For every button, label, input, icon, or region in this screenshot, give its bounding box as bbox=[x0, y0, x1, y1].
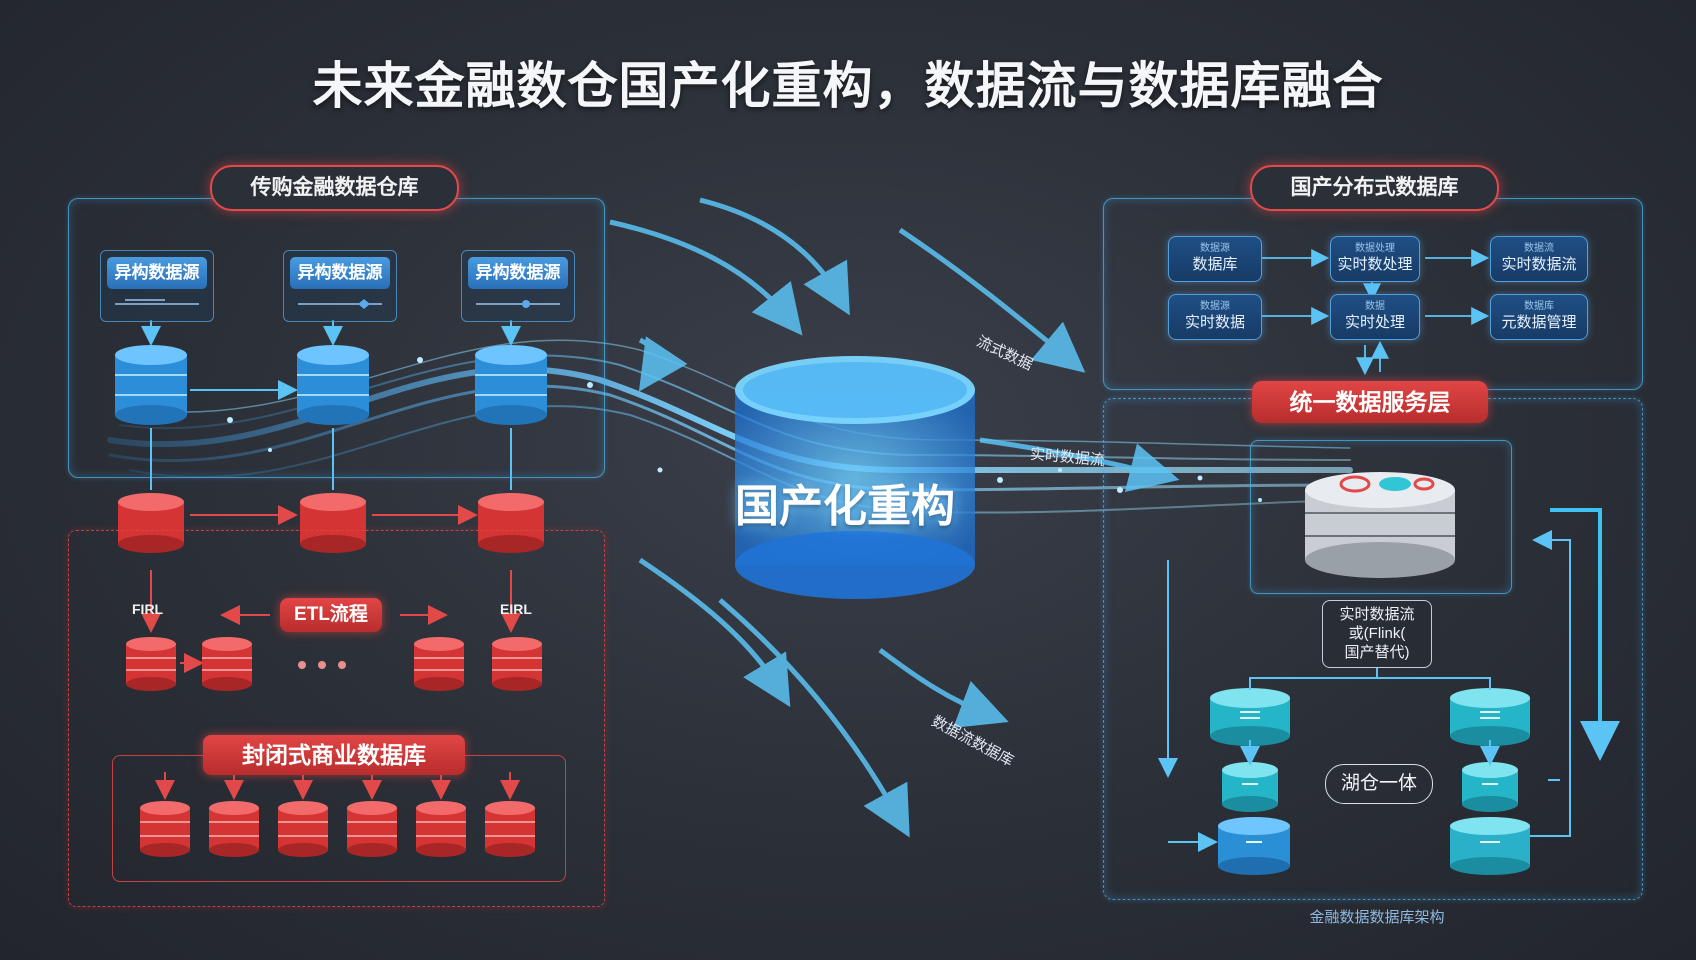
source-lines-icon bbox=[476, 300, 560, 308]
right-connectors bbox=[1262, 249, 1490, 376]
node-realtime-data: 数据源实时数据 bbox=[1168, 294, 1262, 340]
distributed-db-header: 国产分布式数据库 bbox=[1250, 165, 1499, 211]
node-metadata: 数据库元数据管理 bbox=[1490, 294, 1588, 340]
legacy-warehouse-header: 传购金融数据仓库 bbox=[210, 165, 459, 211]
heterogeneous-source-1: 异构数据源 bbox=[100, 250, 214, 322]
curved-arrows bbox=[609, 197, 1180, 838]
node-realtime-processing: 数据实时处理 bbox=[1330, 294, 1420, 340]
lake-cylinders bbox=[1210, 688, 1530, 875]
unified-service-layer-label: 统一数据服务层 bbox=[1252, 381, 1488, 423]
closed-db-cylinders bbox=[140, 772, 535, 857]
stream-box-line-3: 国产替代) bbox=[1344, 644, 1410, 661]
source-label: 异构数据源 bbox=[107, 257, 207, 289]
source-label: 异构数据源 bbox=[290, 257, 390, 289]
lake-connectors bbox=[1158, 508, 1620, 852]
stream-box-line-2: 或(Flink( bbox=[1348, 625, 1406, 642]
etl-right-label: EI​RL bbox=[500, 601, 532, 617]
heterogeneous-source-3: 异构数据源 bbox=[461, 250, 575, 322]
etl-red-databases bbox=[126, 637, 542, 691]
page-title: 未来金融数仓国产化重构，数据流与数据库融合 bbox=[312, 58, 1384, 114]
central-cylinder bbox=[735, 356, 975, 599]
lakehouse-label: 湖仓一体 bbox=[1325, 764, 1433, 804]
red-connectors bbox=[141, 505, 521, 673]
node-datasource: 数据源数据库 bbox=[1168, 236, 1262, 282]
server-stack bbox=[1305, 472, 1455, 578]
heterogeneous-source-2: 异构数据源 bbox=[283, 250, 397, 322]
legacy-red-panel bbox=[68, 530, 605, 907]
server-stack-panel bbox=[1250, 440, 1512, 594]
etl-process-label: ETL流程 bbox=[280, 598, 382, 632]
architecture-footer-label: 金融数据数据库架构 bbox=[1309, 909, 1445, 926]
etl-left-label: FI​RL bbox=[132, 601, 164, 617]
localization-rebuild-label: 国产化重构 bbox=[735, 482, 955, 531]
stream-box-line-1: 实时数据流 bbox=[1339, 606, 1415, 623]
source-label: 异构数据源 bbox=[468, 257, 568, 289]
realtime-stream-box: 实时数据流 或(Flink( 国产替代) bbox=[1322, 600, 1432, 668]
left-blue-databases bbox=[115, 345, 547, 425]
left-red-databases bbox=[118, 493, 544, 553]
node-stream: 数据流实时数据流 bbox=[1490, 236, 1588, 282]
source-lines-icon bbox=[115, 299, 199, 305]
source-lines-icon bbox=[298, 299, 382, 309]
closed-commercial-db-label: 封闭式商业数据库 bbox=[203, 735, 465, 775]
node-processing: 数据处理实时数处理 bbox=[1330, 236, 1420, 282]
legacy-warehouse-panel bbox=[68, 198, 605, 478]
left-vertical-arrows bbox=[141, 320, 521, 490]
